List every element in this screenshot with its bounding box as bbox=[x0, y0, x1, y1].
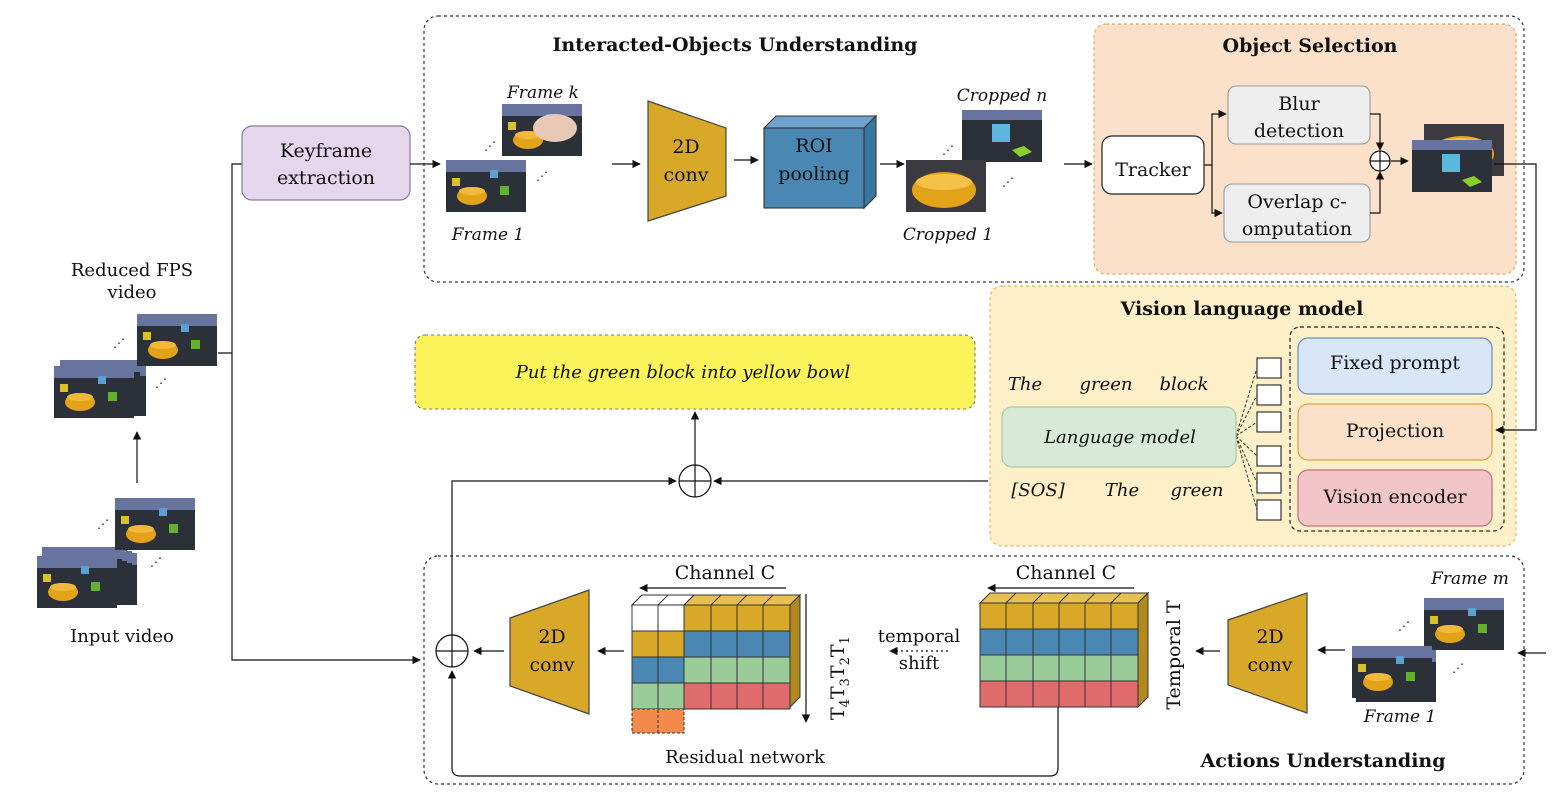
input-video-label: Input video bbox=[70, 626, 174, 647]
svg-text:⋰: ⋰ bbox=[536, 169, 548, 183]
svg-text:Language model: Language model bbox=[1043, 427, 1196, 448]
temporal-t-label: Temporal T bbox=[1163, 600, 1185, 710]
skip-connection bbox=[447, 670, 1059, 777]
svg-text:⋰: ⋰ bbox=[150, 555, 162, 569]
interacted-objects-panel bbox=[423, 15, 1525, 283]
svg-text:⋰: ⋰ bbox=[1002, 175, 1014, 189]
roi-pooling-block bbox=[762, 114, 878, 210]
blur-detection-box bbox=[1227, 85, 1371, 145]
input-video-stack bbox=[37, 498, 195, 608]
svg-text:video: video bbox=[107, 282, 157, 303]
svg-text:2D: 2D bbox=[1256, 626, 1283, 648]
svg-text:⋰: ⋰ bbox=[97, 517, 109, 531]
svg-text:conv: conv bbox=[663, 164, 708, 186]
trunk-connector bbox=[218, 163, 421, 665]
svg-text:2D: 2D bbox=[538, 626, 565, 648]
vision-stack-panel bbox=[1289, 326, 1505, 532]
selection-to-projection-arrow bbox=[1494, 163, 1537, 435]
svg-text:extraction: extraction bbox=[277, 167, 375, 189]
input-token-2: The bbox=[1105, 480, 1139, 501]
svg-text:⋰: ⋰ bbox=[942, 143, 954, 157]
feature-tensor-left bbox=[630, 593, 802, 734]
svg-text:Fixed prompt: Fixed prompt bbox=[1330, 352, 1460, 374]
object-selection-title: Object Selection bbox=[1223, 35, 1398, 57]
svg-text:conv: conv bbox=[1247, 654, 1292, 676]
language-model-box bbox=[1001, 406, 1237, 468]
output-token-1: The bbox=[1008, 374, 1042, 395]
output-token-2: green bbox=[1079, 374, 1132, 395]
projection-box bbox=[1297, 403, 1493, 461]
svg-text:detection: detection bbox=[1254, 120, 1344, 142]
token-slots bbox=[1256, 357, 1282, 521]
fusion-connectors bbox=[451, 411, 988, 640]
frame-k-label: Frame k bbox=[506, 83, 579, 103]
svg-text:2D: 2D bbox=[672, 136, 699, 158]
keyframe-extraction-box bbox=[241, 125, 411, 201]
svg-text:shift: shift bbox=[899, 653, 940, 674]
svg-text:⋰: ⋰ bbox=[484, 139, 496, 153]
svg-text:ROI: ROI bbox=[795, 135, 832, 157]
actions-frame-1-label: Frame 1 bbox=[1363, 707, 1436, 727]
conv-2d-left bbox=[509, 589, 590, 715]
keyframe-images bbox=[446, 104, 582, 212]
object-selection-connectors bbox=[1204, 109, 1409, 218]
fixed-prompt-box bbox=[1297, 337, 1493, 395]
instruction-box bbox=[414, 334, 976, 410]
svg-text:Projection: Projection bbox=[1346, 420, 1444, 442]
svg-text:⋰: ⋰ bbox=[1398, 619, 1410, 633]
svg-text:T4T3T2T1: T4T3T2T1 bbox=[827, 636, 853, 720]
action-frame-images bbox=[1352, 598, 1504, 702]
reduced-fps-label: Reduced FPS bbox=[71, 260, 193, 281]
output-token-3: block bbox=[1159, 374, 1208, 395]
svg-text:conv: conv bbox=[529, 654, 574, 676]
cropped-n-label: Cropped n bbox=[957, 86, 1047, 106]
sum-node-top bbox=[1369, 150, 1391, 172]
interacted-objects-title: Interacted-Objects Understanding bbox=[553, 34, 918, 56]
selected-object-images bbox=[1412, 124, 1504, 192]
svg-text:Vision encoder: Vision encoder bbox=[1322, 486, 1467, 508]
actions-panel bbox=[423, 555, 1525, 785]
svg-text:Tracker: Tracker bbox=[1115, 159, 1191, 181]
vision-encoder-box bbox=[1297, 469, 1493, 527]
object-selection-panel bbox=[1093, 23, 1517, 275]
frame-1-label: Frame 1 bbox=[451, 225, 524, 245]
svg-text:pooling: pooling bbox=[778, 163, 850, 185]
conv-2d-right bbox=[1227, 592, 1308, 714]
svg-text:Keyframe: Keyframe bbox=[280, 140, 372, 162]
instruction-text: Put the green block into yellow bowl bbox=[515, 362, 851, 383]
feature-tensor-right bbox=[978, 591, 1150, 709]
svg-text:Overlap c-: Overlap c- bbox=[1247, 191, 1346, 213]
svg-text:⋰: ⋰ bbox=[155, 376, 167, 390]
svg-text:⋰: ⋰ bbox=[1452, 661, 1464, 675]
reduced-fps-video-stack bbox=[54, 314, 217, 418]
input-token-1: [SOS] bbox=[1011, 480, 1065, 501]
channel-c-right-label: Channel C bbox=[1016, 562, 1116, 584]
cropped-images bbox=[906, 110, 1042, 212]
input-token-3: green bbox=[1170, 480, 1223, 501]
temporal-shift-label: temporal bbox=[878, 626, 961, 647]
token-links bbox=[1235, 367, 1258, 511]
residual-network-label: Residual network bbox=[665, 747, 826, 768]
svg-text:omputation: omputation bbox=[1242, 218, 1352, 240]
sum-node-residual bbox=[435, 634, 469, 668]
frame-m-label: Frame m bbox=[1430, 569, 1509, 589]
actions-title: Actions Understanding bbox=[1199, 750, 1445, 772]
sum-node-fusion bbox=[678, 464, 712, 498]
time-step-labels: T4T3T2T1 bbox=[827, 636, 853, 720]
channel-c-left-label: Channel C bbox=[675, 562, 775, 584]
svg-text:⋰: ⋰ bbox=[113, 336, 125, 350]
vlm-title: Vision language model bbox=[1120, 298, 1364, 320]
cropped-1-label: Cropped 1 bbox=[903, 225, 993, 245]
conv-2d-top bbox=[647, 100, 727, 222]
svg-text:Blur: Blur bbox=[1278, 93, 1320, 115]
